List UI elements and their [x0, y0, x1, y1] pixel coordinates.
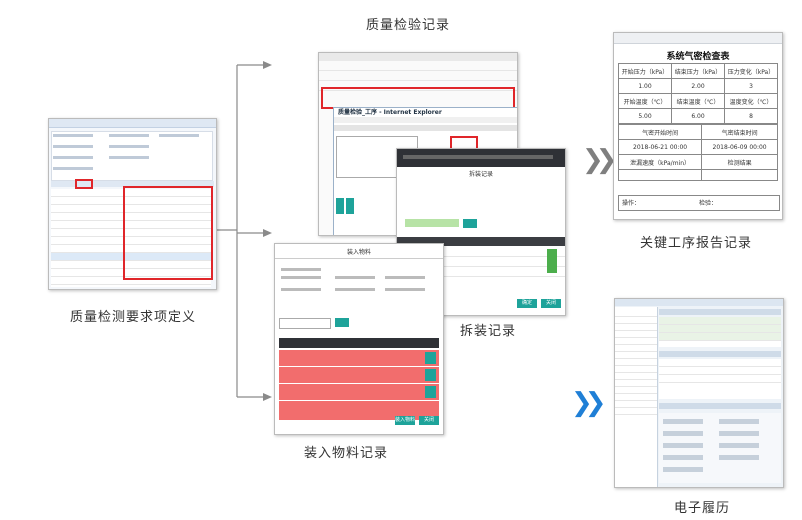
report-cell: 2.00	[671, 78, 725, 94]
disassembly-screenshot: 拆装记录 确定 关闭	[396, 148, 566, 316]
caption-key-process-report: 关键工序报告记录	[640, 236, 753, 251]
disassembly-search-button[interactable]	[463, 219, 477, 228]
caption-electronic-history: 电子履历	[674, 501, 731, 516]
window-title: 质量检验_工序 - Internet Explorer	[338, 109, 442, 116]
report-table: 开始压力（kPa） 结束压力（kPa） 压力变化（kPa） 1.00 2.00 …	[618, 63, 778, 124]
dialog-title: 拆装记录	[468, 171, 493, 178]
report-cell: 2018-06-21 00:00	[617, 139, 703, 155]
report-cell: 2018-06-09 00:00	[701, 139, 778, 155]
caption-quality-definition: 质量检测要求项定义	[70, 310, 197, 325]
report-cell: 5.00	[618, 108, 672, 124]
dialog-title: 装入物料	[346, 249, 371, 256]
caption-material-record: 装入物料记录	[304, 446, 389, 461]
report-table-time: 气密开始时间 气密结束时间 2018-06-21 00:00 2018-06-0…	[617, 124, 778, 181]
report-cell: 结束压力（kPa）	[671, 63, 725, 79]
highlight-box	[75, 179, 93, 189]
material-search-button[interactable]	[335, 318, 349, 327]
electronic-history-screenshot	[614, 298, 784, 488]
report-cell: 气密结束时间	[701, 124, 778, 140]
report-checker: 检验：	[699, 200, 718, 207]
material-record-screenshot: 装入物料 装入物料 关闭	[274, 243, 444, 435]
highlight-box	[123, 186, 213, 280]
disassembly-confirm-button[interactable]: 确定	[517, 299, 537, 308]
report-cell: 8	[724, 108, 778, 124]
report-operator: 操作：	[622, 200, 641, 207]
report-cell: 1.00	[618, 78, 672, 94]
report-cell: 温度变化（℃）	[724, 93, 778, 109]
report-cell: 泄漏速度（kPa/min）	[617, 154, 703, 170]
disassembly-close-button[interactable]: 关闭	[541, 299, 561, 308]
report-cell: 压力变化（kPa）	[724, 63, 778, 79]
report-cell: 结束温度（℃）	[671, 93, 725, 109]
report-cell: 开始温度（℃）	[618, 93, 672, 109]
quality-definition-screenshot	[48, 118, 217, 290]
key-process-report-screenshot: 系统气密检查表 开始压力（kPa） 结束压力（kPa） 压力变化（kPa） 1.…	[613, 32, 783, 220]
report-cell: 开始压力（kPa）	[618, 63, 672, 79]
material-close-button[interactable]: 关闭	[419, 416, 439, 425]
chevron-right-icon: ❯❯	[582, 145, 617, 175]
caption-disassembly: 拆装记录	[460, 324, 517, 339]
caption-inspection-record: 质量检验记录	[366, 18, 451, 33]
chevron-right-icon: ❯❯	[571, 388, 606, 418]
report-title: 系统气密检查表	[666, 52, 730, 62]
report-cell: 检测结果	[701, 154, 778, 170]
material-confirm-button[interactable]: 装入物料	[395, 416, 416, 425]
report-cell: 3	[724, 78, 778, 94]
report-cell: 6.00	[671, 108, 725, 124]
report-cell: 气密开始时间	[617, 124, 703, 140]
